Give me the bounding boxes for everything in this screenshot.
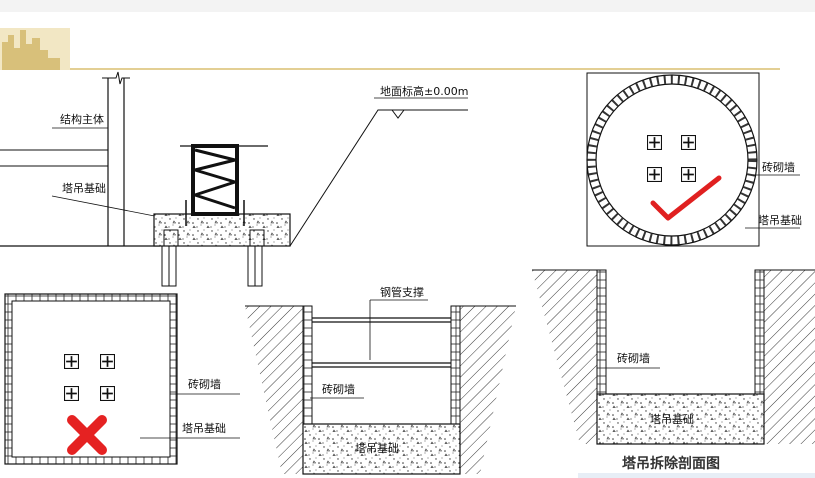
pit-section-unsupported: 砖砌墙 塔吊基础 bbox=[532, 269, 815, 445]
diagram-caption: 塔吊拆除剖面图 bbox=[622, 455, 720, 472]
foundation-elevation: 结构主体 塔吊基础 地面标高±0.00m bbox=[0, 71, 468, 287]
label-brick-wall-right: 砖砌墙 bbox=[617, 351, 650, 365]
caption-underline bbox=[578, 473, 815, 478]
check-mark-icon bbox=[650, 175, 722, 221]
label-brick-wall-square: 砖砌墙 bbox=[188, 377, 221, 391]
label-brick-wall-round: 砖砌墙 bbox=[762, 160, 795, 174]
label-crane-foundation-right: 塔吊基础 bbox=[650, 413, 694, 426]
cross-mark-icon bbox=[67, 415, 107, 455]
header-decoration bbox=[0, 0, 815, 70]
square-pit-plan: 砖砌墙 塔吊基础 bbox=[4, 293, 240, 465]
label-crane-foundation-square: 塔吊基础 bbox=[182, 422, 226, 435]
pit-section-supported: 钢管支撑 砖砌墙 塔吊基础 bbox=[245, 285, 516, 475]
label-crane-foundation-mid: 塔吊基础 bbox=[355, 442, 399, 455]
label-structure-main: 结构主体 bbox=[60, 112, 104, 126]
label-ground-level: 地面标高±0.00m bbox=[380, 84, 468, 98]
label-crane-foundation-left: 塔吊基础 bbox=[62, 182, 106, 195]
label-steel-pipe-support: 钢管支撑 bbox=[380, 285, 424, 299]
label-brick-wall-mid: 砖砌墙 bbox=[322, 382, 355, 396]
label-crane-foundation-round: 塔吊基础 bbox=[758, 214, 802, 227]
round-pit-plan: 砖砌墙 塔吊基础 bbox=[586, 72, 802, 247]
